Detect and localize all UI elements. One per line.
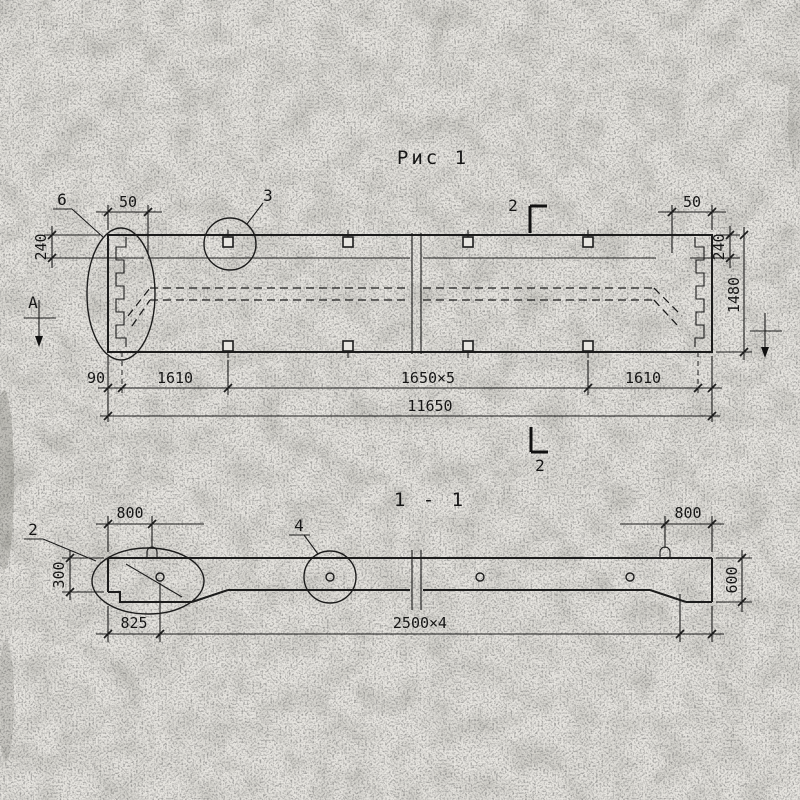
dim-1650x5: 1650×5 [401,369,455,387]
dim-1480: 1480 [725,277,743,313]
dim-300: 300 [50,561,68,588]
dim-50-left: 50 [119,193,137,211]
figure-title: Рис 1 [397,147,469,169]
section-mark-a-right [750,313,782,358]
plan-dimensions: 50 240 50 240 1480 [32,193,752,422]
callout-4-label: 4 [294,516,304,535]
callout-6-label: 6 [57,190,67,209]
section-view-geometry [91,534,713,615]
plan-callouts: 6 3 2 2 A [24,186,782,475]
dim-11650: 11650 [407,397,452,415]
detail-circle-left-end [86,227,156,361]
detail-circle-3 [203,217,257,271]
dim-800-left: 800 [116,504,143,522]
section-mark-2-bottom: 2 [529,427,548,475]
callout-3-label: 3 [263,186,273,205]
dim-1610-left: 1610 [157,369,193,387]
callout-2-label: 2 [28,520,38,539]
dim-1610-right: 1610 [625,369,661,387]
arrow-down-icon [35,336,43,347]
dim-240-left: 240 [32,233,50,260]
section-2-bottom-label: 2 [535,456,545,475]
dim-50-right: 50 [683,193,701,211]
dim-825: 825 [120,614,147,632]
detail-circle-left-support [91,547,205,615]
detail-circle-4 [303,550,357,604]
section-2-top-label: 2 [508,196,518,215]
dim-800-right: 800 [674,504,701,522]
section-mark-2-top: 2 [508,196,547,233]
anchor-plates-top [222,230,594,248]
dim-240-right: 240 [710,233,728,260]
anchor-plates-bottom [222,340,594,358]
dim-600: 600 [723,566,741,593]
arrow-down-icon [761,347,769,358]
section-a-label: A [28,293,38,312]
dim-2500x4: 2500×4 [393,614,447,632]
section-mark-a-left: A [24,293,56,347]
dim-90: 90 [87,369,105,387]
section-dimensions: 800 800 300 600 825 2500×4 [50,504,752,642]
section-title: 1 - 1 [394,489,466,511]
